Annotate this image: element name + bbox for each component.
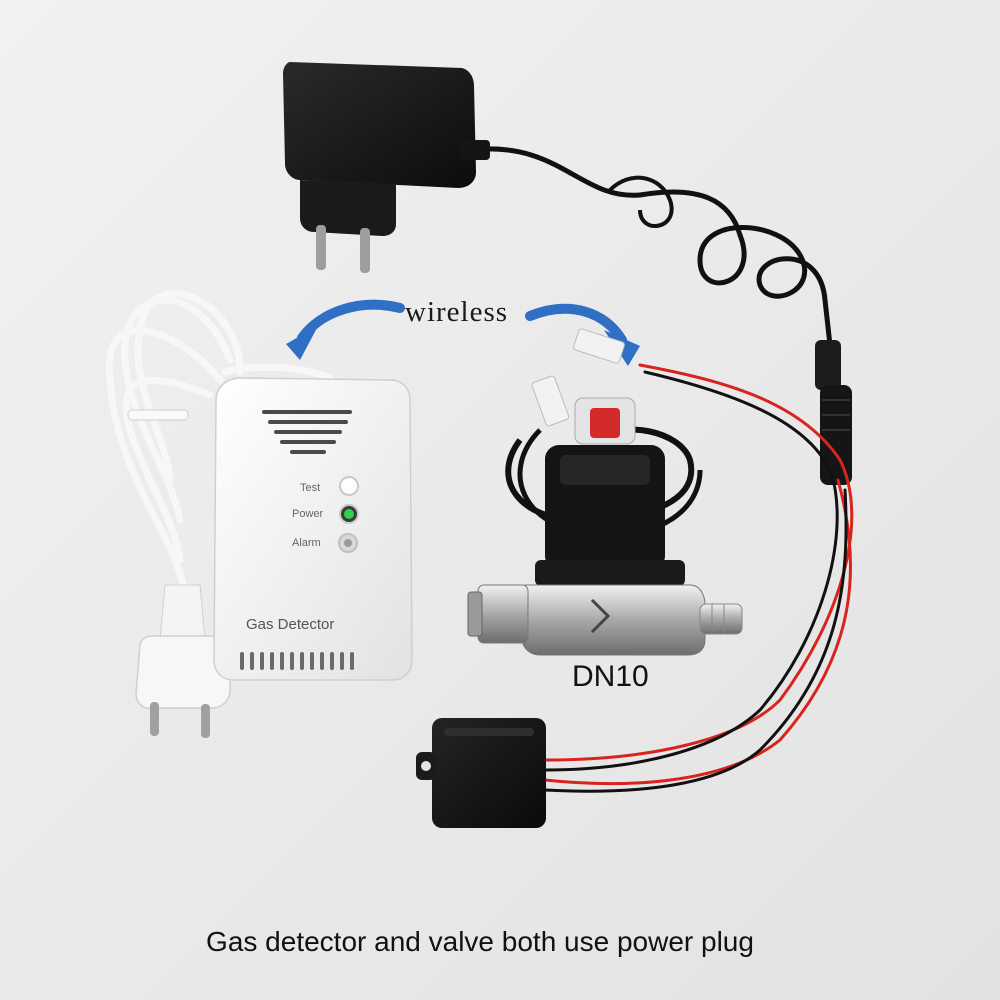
gas-detector	[213, 377, 413, 681]
alarm-label: Alarm	[292, 537, 321, 549]
valve-wires	[543, 363, 854, 793]
caption: Gas detector and valve both use power pl…	[206, 926, 754, 957]
detector-plug	[135, 584, 231, 738]
detector-top-vent	[262, 410, 352, 454]
valve-size-label: DN10	[572, 660, 649, 693]
solenoid-valve	[467, 397, 743, 656]
test-label: Test	[300, 482, 321, 494]
test-button	[339, 476, 359, 496]
wireless-label: wireless	[405, 296, 509, 328]
cable-tie	[127, 409, 189, 421]
detector-cable	[105, 290, 334, 604]
barrel-connector	[815, 340, 852, 485]
power-adapter	[283, 62, 490, 273]
control-box	[416, 718, 546, 828]
power-label: Power	[292, 508, 324, 520]
gas-detector-label: Gas Detector	[246, 616, 335, 633]
dc-cable	[467, 146, 833, 348]
valve-connectors	[531, 328, 625, 427]
detector-bottom-vent	[240, 652, 354, 670]
wireless-arrow-left	[286, 299, 405, 360]
